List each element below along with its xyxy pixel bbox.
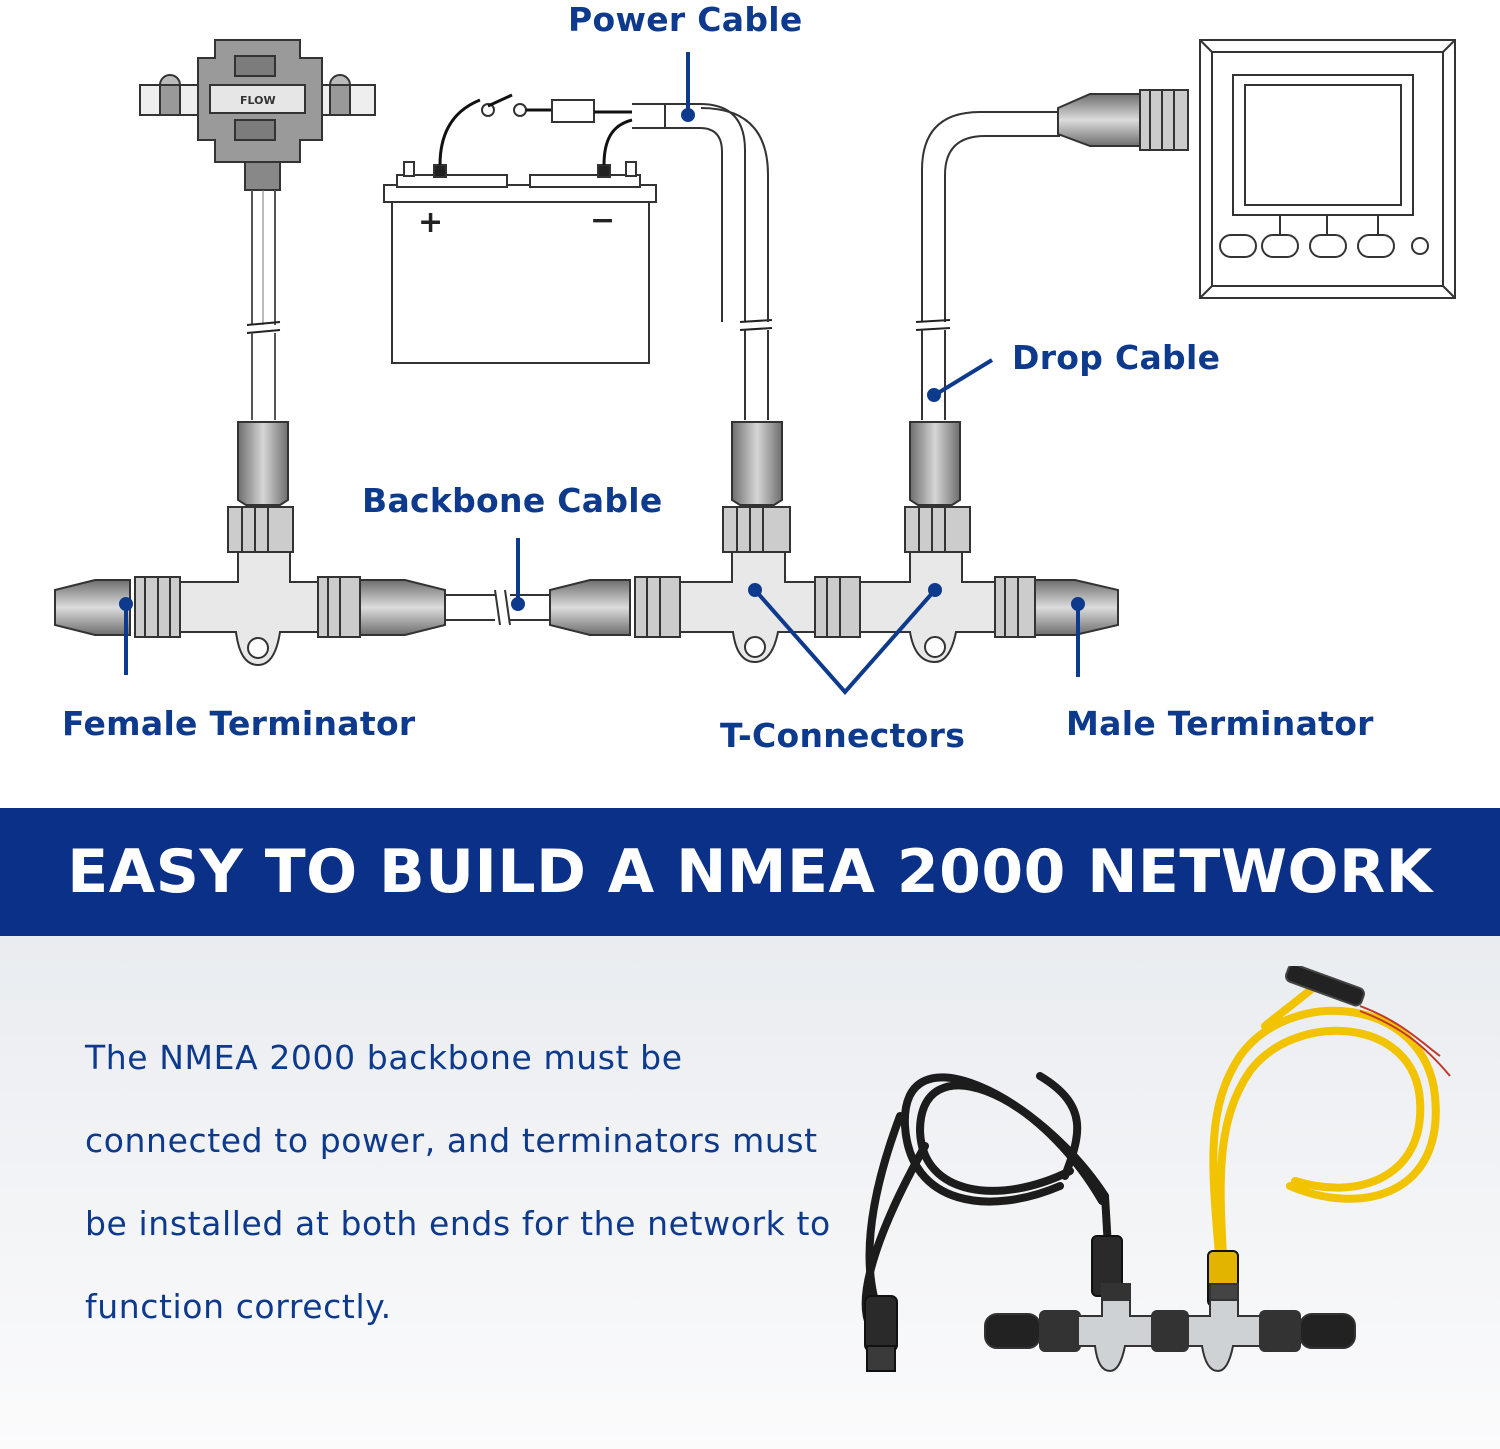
description-text: The NMEA 2000 backbone must be connected…: [85, 1038, 831, 1326]
label-power-cable: Power Cable: [568, 0, 803, 39]
label-female-terminator: Female Terminator: [62, 704, 416, 743]
flow-text: FLOW: [240, 94, 276, 107]
title-banner: EASY TO BUILD A NMEA 2000 NETWORK: [0, 808, 1500, 936]
info-section: The NMEA 2000 backbone must be connected…: [0, 936, 1500, 1449]
battery: [383, 93, 657, 364]
callout-lines: [119, 52, 1085, 696]
t-connectors-photo: [984, 1283, 1356, 1373]
battery-minus: −: [590, 203, 615, 238]
label-drop-cable: Drop Cable: [1012, 338, 1221, 377]
drop-connector-left: [227, 421, 294, 553]
flow-sensor: [139, 39, 376, 420]
display-unit: [1199, 39, 1456, 299]
battery-plus: +: [418, 205, 443, 240]
drop-cable: [915, 89, 1189, 420]
network-diagram: FLOW + −: [54, 39, 1456, 696]
label-t-connectors: T-Connectors: [720, 716, 966, 755]
banner-title: EASY TO BUILD A NMEA 2000 NETWORK: [67, 837, 1433, 907]
backbone-right: [549, 551, 1119, 664]
drop-connector-right: [904, 421, 971, 553]
black-cable: [861, 1072, 1113, 1330]
label-backbone-cable: Backbone Cable: [362, 481, 663, 520]
product-photo: [861, 966, 1451, 1373]
power-cable: [632, 103, 773, 420]
label-male-terminator: Male Terminator: [1066, 704, 1374, 743]
drop-connector-mid: [722, 421, 791, 553]
backbone-left: [54, 551, 550, 667]
